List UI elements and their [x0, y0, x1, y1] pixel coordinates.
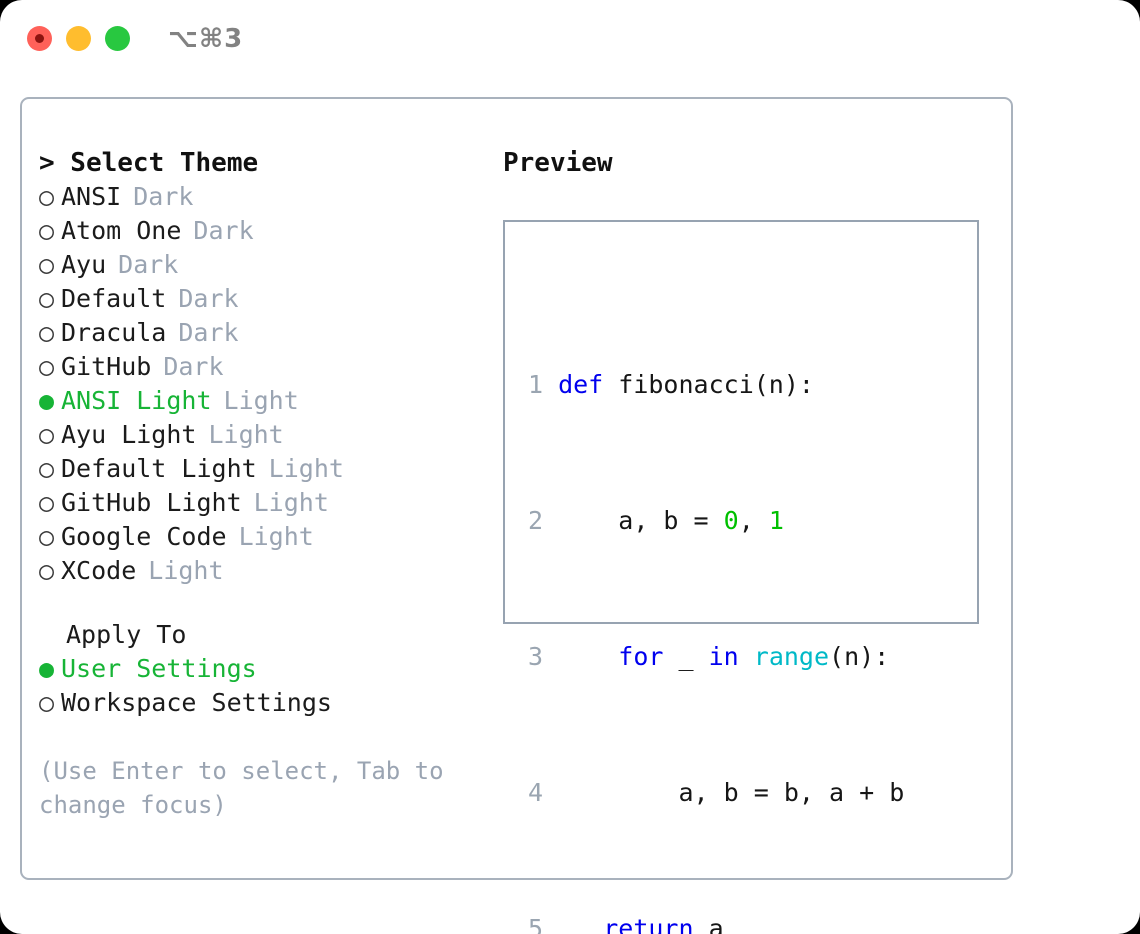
code-token-keyword: return [603, 914, 694, 934]
code-token-function: range [753, 642, 830, 671]
radio-icon: ○ [39, 522, 55, 551]
code-token: fibonacci(n): [618, 370, 814, 399]
traffic-light-group [27, 26, 130, 51]
theme-list-item[interactable]: ○ Google Code Light [39, 520, 489, 554]
code-token: a [693, 914, 724, 934]
code-token: , [738, 506, 769, 535]
code-line: 4 a, b = b, a + b [517, 776, 934, 810]
apply-to-option-label: Workspace Settings [61, 688, 332, 717]
theme-kind-label: Light [238, 522, 314, 551]
code-line: 3 for _ in range(n): [517, 640, 934, 674]
theme-list-item[interactable]: ○ Atom One Dark [39, 214, 489, 248]
maximize-window-button[interactable] [105, 26, 130, 51]
radio-icon-selected: ● [39, 386, 55, 415]
radio-icon: ○ [39, 352, 55, 381]
theme-kind-label: Dark [163, 352, 224, 381]
main-panel: > Select Theme ○ ANSI Dark ○ Atom One Da… [20, 97, 1013, 934]
theme-list-item[interactable]: ○ Dracula Dark [39, 316, 489, 350]
theme-list-item[interactable]: ○ ANSI Dark [39, 180, 489, 214]
code-token-keyword: for [618, 642, 664, 671]
theme-kind-label: Dark [118, 250, 179, 279]
radio-icon: ○ [39, 556, 55, 585]
theme-kind-label: Light [223, 386, 299, 415]
minimize-window-button[interactable] [66, 26, 91, 51]
theme-kind-label: Light [208, 420, 284, 449]
theme-selector-column: > Select Theme ○ ANSI Dark ○ Atom One Da… [39, 146, 489, 822]
theme-name: GitHub Light [61, 488, 242, 517]
select-theme-heading: > Select Theme [39, 148, 259, 178]
preview-column: Preview 1 def fibonacci(n): 2 a, b = 0, … [503, 146, 993, 934]
apply-to-group: Apply To ● User Settings ○ Workspace Set… [39, 618, 489, 720]
code-token: _ [663, 642, 709, 671]
code-line: 5 return a [517, 912, 934, 934]
radio-icon: ○ [39, 318, 55, 347]
theme-list-item[interactable]: ○ GitHub Light Light [39, 486, 489, 520]
code-token: a, b = [558, 506, 724, 535]
code-token-number: 0 [723, 506, 739, 535]
line-number: 1 [527, 370, 543, 399]
theme-name: Ayu Light [61, 420, 197, 449]
line-number: 4 [527, 778, 543, 807]
radio-icon-selected: ● [39, 654, 55, 683]
theme-list-item[interactable]: ○ Default Dark [39, 282, 489, 316]
theme-kind-label: Light [253, 488, 329, 517]
code-token: (n): [829, 642, 890, 671]
preview-heading: Preview [503, 148, 613, 178]
theme-list-item[interactable]: ○ Default Light Light [39, 452, 489, 486]
radio-icon: ○ [39, 250, 55, 279]
theme-kind-label: Dark [178, 284, 239, 313]
code-sample: 1 def fibonacci(n): 2 a, b = 0, 1 3 for … [517, 266, 934, 934]
theme-list[interactable]: ○ ANSI Dark ○ Atom One Dark ○ Ayu Dark [39, 180, 489, 588]
code-line: 2 a, b = 0, 1 [517, 504, 934, 538]
theme-kind-label: Light [148, 556, 224, 585]
theme-list-item[interactable]: ○ Ayu Dark [39, 248, 489, 282]
code-token [558, 914, 603, 934]
theme-list-item[interactable]: ○ XCode Light [39, 554, 489, 588]
radio-icon: ○ [39, 488, 55, 517]
code-token: a, b = b, a + b [558, 778, 905, 807]
theme-name: Atom One [61, 216, 182, 245]
apply-to-option-workspace-settings[interactable]: ○ Workspace Settings [39, 686, 489, 720]
window-titlebar: ⌥⌘3 [0, 0, 1140, 76]
radio-icon: ○ [39, 284, 55, 313]
code-token-keyword: in [708, 642, 739, 671]
theme-kind-label: Light [268, 454, 344, 483]
line-number: 3 [527, 642, 543, 671]
apply-to-heading: Apply To [66, 620, 187, 649]
theme-name: ANSI Light [61, 386, 212, 415]
theme-name: Google Code [61, 522, 227, 551]
window-title: ⌥⌘3 [168, 24, 244, 54]
theme-list-item[interactable]: ○ Ayu Light Light [39, 418, 489, 452]
theme-name: Default Light [61, 454, 257, 483]
theme-name: Dracula [61, 318, 167, 347]
theme-name: GitHub [61, 352, 152, 381]
theme-kind-label: Dark [193, 216, 254, 245]
code-token-keyword: def [558, 370, 619, 399]
code-line: 1 def fibonacci(n): [517, 368, 934, 402]
code-token-number: 1 [768, 506, 784, 535]
keyboard-hint-text: (Use Enter to select, Tab to change focu… [39, 757, 444, 819]
radio-icon: ○ [39, 420, 55, 449]
code-token [558, 642, 618, 671]
theme-name: XCode [61, 556, 137, 585]
theme-list-item-selected[interactable]: ● ANSI Light Light [39, 384, 489, 418]
radio-icon: ○ [39, 216, 55, 245]
code-token [739, 642, 754, 671]
apply-to-option-label: User Settings [61, 654, 257, 683]
preview-box: 1 def fibonacci(n): 2 a, b = 0, 1 3 for … [503, 220, 979, 934]
radio-icon: ○ [39, 454, 55, 483]
radio-icon: ○ [39, 688, 55, 717]
theme-name: Ayu [61, 250, 107, 279]
theme-name: Default [61, 284, 167, 313]
line-number: 5 [527, 914, 543, 934]
theme-name: ANSI [61, 182, 122, 211]
theme-kind-label: Dark [133, 182, 194, 211]
theme-kind-label: Dark [178, 318, 239, 347]
close-window-button[interactable] [27, 26, 52, 51]
theme-list-item[interactable]: ○ GitHub Dark [39, 350, 489, 384]
line-number: 2 [527, 506, 543, 535]
apply-to-option-user-settings[interactable]: ● User Settings [39, 652, 489, 686]
radio-icon: ○ [39, 182, 55, 211]
